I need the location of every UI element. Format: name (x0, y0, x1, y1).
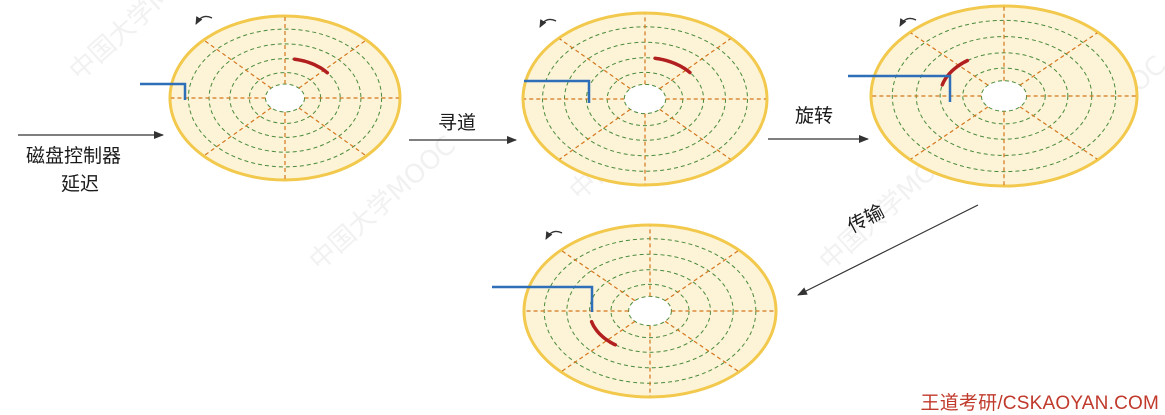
rotation-label: 旋转 (795, 105, 834, 127)
hub (980, 80, 1028, 112)
rotation-direction-icon (539, 18, 557, 28)
controller-delay-label-line2: 延迟 (61, 173, 100, 195)
rotation-direction-icon (545, 230, 563, 240)
sector-divider (910, 32, 989, 86)
hub (628, 295, 672, 327)
platter-4 (492, 223, 778, 399)
target-sector (292, 57, 330, 75)
target-sector (589, 319, 618, 347)
hub (264, 83, 306, 113)
read-write-head-arm (140, 82, 187, 100)
read-write-head-arm (848, 74, 952, 102)
brand-text: 王道考研/CSKAOYAN.COM (920, 393, 1159, 414)
rotation-direction-icon (195, 15, 213, 25)
target-sector (940, 58, 970, 87)
seek-label: 寻道 (438, 112, 477, 134)
sector-divider (664, 320, 739, 372)
target-sector (653, 56, 692, 75)
track-4 (962, 67, 1046, 125)
transfer-arrow (797, 204, 979, 296)
sector-divider (561, 320, 636, 372)
read-write-head-arm (492, 285, 594, 312)
platter-1 (140, 14, 402, 182)
rotation-direction-icon (899, 17, 917, 27)
controller-delay-label-line1: 磁盘控制器 (26, 145, 122, 167)
sector-divider (910, 106, 989, 160)
platter-3 (848, 4, 1139, 188)
sector-divider (559, 38, 631, 90)
hub (623, 83, 667, 115)
read-write-head-arm (524, 79, 591, 103)
sector-divider (659, 38, 731, 90)
track-3 (939, 52, 1069, 140)
sector-divider (659, 108, 731, 160)
sector-divider (664, 250, 739, 302)
sector-divider (559, 108, 631, 160)
sector-divider (561, 250, 636, 302)
sector-divider (1019, 32, 1098, 86)
platter-2 (521, 11, 769, 187)
sector-divider (1019, 106, 1098, 160)
track-3 (589, 269, 711, 353)
track-1 (891, 19, 1117, 173)
